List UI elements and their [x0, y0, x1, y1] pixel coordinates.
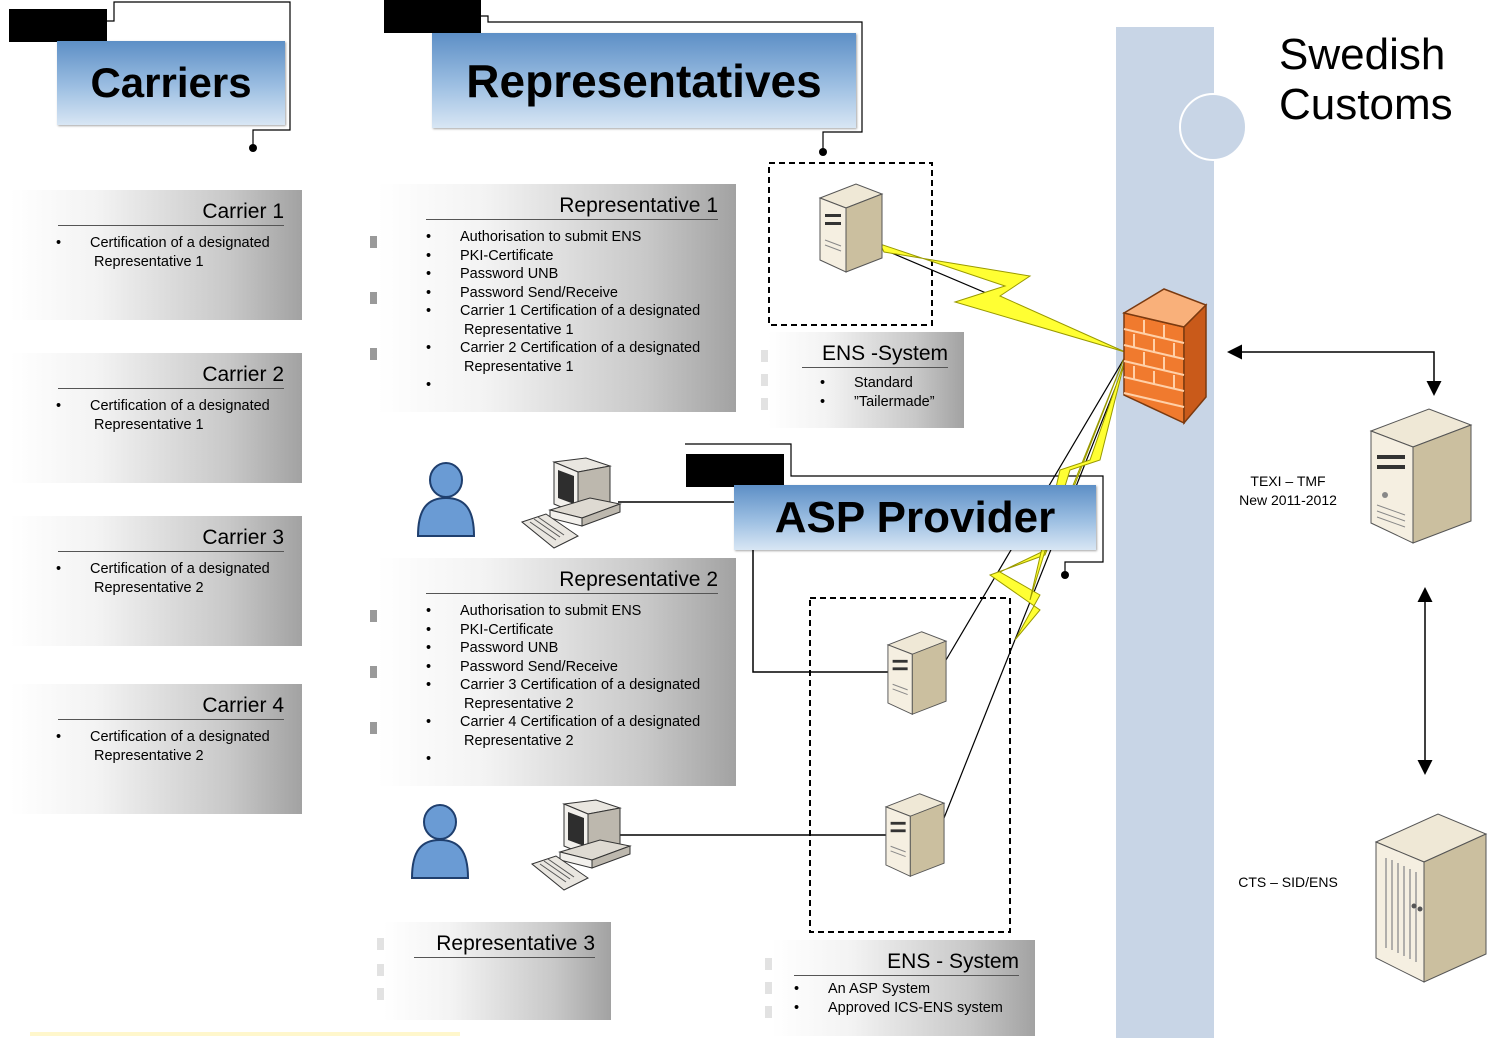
carrier-item: Certification of a designated [56, 234, 270, 253]
rep-item-empty [426, 376, 700, 395]
carrier-item: Certification of a designated [56, 728, 270, 747]
carriers-header: Carriers [57, 41, 285, 125]
rep-item-empty [426, 750, 700, 769]
ens-system-title: ENS - System [794, 950, 1019, 976]
ens-item: ”Tailermade” [820, 393, 935, 412]
rep-item-cont: Representative 1 [464, 358, 574, 375]
carrier-title: Carrier 1 [58, 200, 284, 226]
carriers-callout [107, 1, 291, 148]
representative-title: Representative 3 [414, 932, 595, 958]
server-icon [818, 183, 884, 273]
rep-item: Authorisation to submit ENS [426, 602, 700, 621]
texi-label-line1: TEXI – TMF [1250, 473, 1326, 489]
representative-panel-2: Representative 2 Authorisation to submit… [370, 558, 736, 786]
rep-item: Carrier 4 Certification of a designated [426, 713, 700, 732]
server-icon [884, 793, 946, 877]
rep-item: Password Send/Receive [426, 284, 700, 303]
person-icon [410, 804, 470, 879]
representative-title: Representative 2 [426, 568, 718, 594]
rep-item: Password Send/Receive [426, 658, 700, 677]
ens-server-group-2 [809, 597, 1011, 933]
rep-item: Carrier 3 Certification of a designated [426, 676, 700, 695]
person-icon [416, 462, 476, 537]
rep-item: Password UNB [426, 265, 700, 284]
carrier-item-cont: Representative 1 [94, 416, 204, 433]
representatives-callout [481, 15, 863, 152]
lightning-icon [879, 243, 1126, 353]
carrier-panel-1: Carrier 1 Certification of a designatedR… [10, 190, 302, 320]
lightning-icon [988, 355, 1126, 641]
carrier-title: Carrier 4 [58, 694, 284, 720]
ens-server-group-1 [768, 162, 933, 326]
workstation-icon [520, 457, 622, 549]
texi-label-line2: New 2011-2012 [1239, 492, 1337, 508]
carrier-item: Certification of a designated [56, 397, 270, 416]
carriers-tab [9, 9, 107, 42]
representative-panel-1: Representative 1 Authorisation to submit… [370, 184, 736, 412]
texi-tmf-label: TEXI – TMF New 2011-2012 [1222, 472, 1354, 510]
rep-item-cont: Representative 2 [464, 732, 574, 749]
carrier-title: Carrier 2 [58, 363, 284, 389]
customs-title-line1: Swedish [1279, 30, 1446, 79]
carrier-item-cont: Representative 2 [94, 579, 204, 596]
carrier-title: Carrier 3 [58, 526, 284, 552]
carrier-panel-4: Carrier 4 Certification of a designatedR… [10, 684, 302, 814]
tower-server-icon [1374, 813, 1488, 983]
ens-item: Standard [820, 374, 935, 393]
customs-circle [1179, 93, 1247, 161]
workstation-icon [530, 799, 632, 891]
asp-tab [686, 454, 784, 487]
representative-panel-3: Representative 3 [377, 922, 611, 1020]
asp-callout [685, 443, 1104, 575]
customs-band [1116, 27, 1214, 1038]
representative-title: Representative 1 [426, 194, 718, 220]
server-icon [886, 631, 948, 715]
carrier-item: Certification of a designated [56, 560, 270, 579]
ens-system-panel-1: ENS -System Standard ”Tailermade” [761, 332, 964, 428]
cts-label: CTS – SID/ENS [1238, 874, 1338, 890]
ens-system-panel-2: ENS - System An ASP System Approved ICS-… [765, 940, 1035, 1036]
server-icon [1369, 408, 1473, 544]
rep-item: Authorisation to submit ENS [426, 228, 700, 247]
rep-item-cont: Representative 2 [464, 695, 574, 712]
representatives-tab [384, 0, 481, 33]
lightning-icon [1029, 359, 1126, 601]
ens-system-title: ENS -System [802, 342, 948, 368]
customs-title: Swedish Customs [1279, 30, 1453, 130]
customs-title-line2: Customs [1279, 80, 1453, 129]
ens-item: Approved ICS-ENS system [794, 999, 1003, 1018]
representatives-header: Representatives [432, 33, 856, 128]
rep-item: PKI-Certificate [426, 621, 700, 640]
rep-item: Carrier 1 Certification of a designated [426, 302, 700, 321]
rep-item: PKI-Certificate [426, 247, 700, 266]
asp-provider-header: ASP Provider [734, 485, 1096, 550]
carrier-panel-3: Carrier 3 Certification of a designatedR… [10, 516, 302, 646]
carrier-item-cont: Representative 2 [94, 747, 204, 764]
firewall-icon [1122, 288, 1208, 426]
rep-item: Carrier 2 Certification of a designated [426, 339, 700, 358]
carrier-item-cont: Representative 1 [94, 253, 204, 270]
rep-item: Password UNB [426, 639, 700, 658]
rep-item-cont: Representative 1 [464, 321, 574, 338]
carrier-panel-2: Carrier 2 Certification of a designatedR… [10, 353, 302, 483]
ens-item: An ASP System [794, 980, 1003, 999]
